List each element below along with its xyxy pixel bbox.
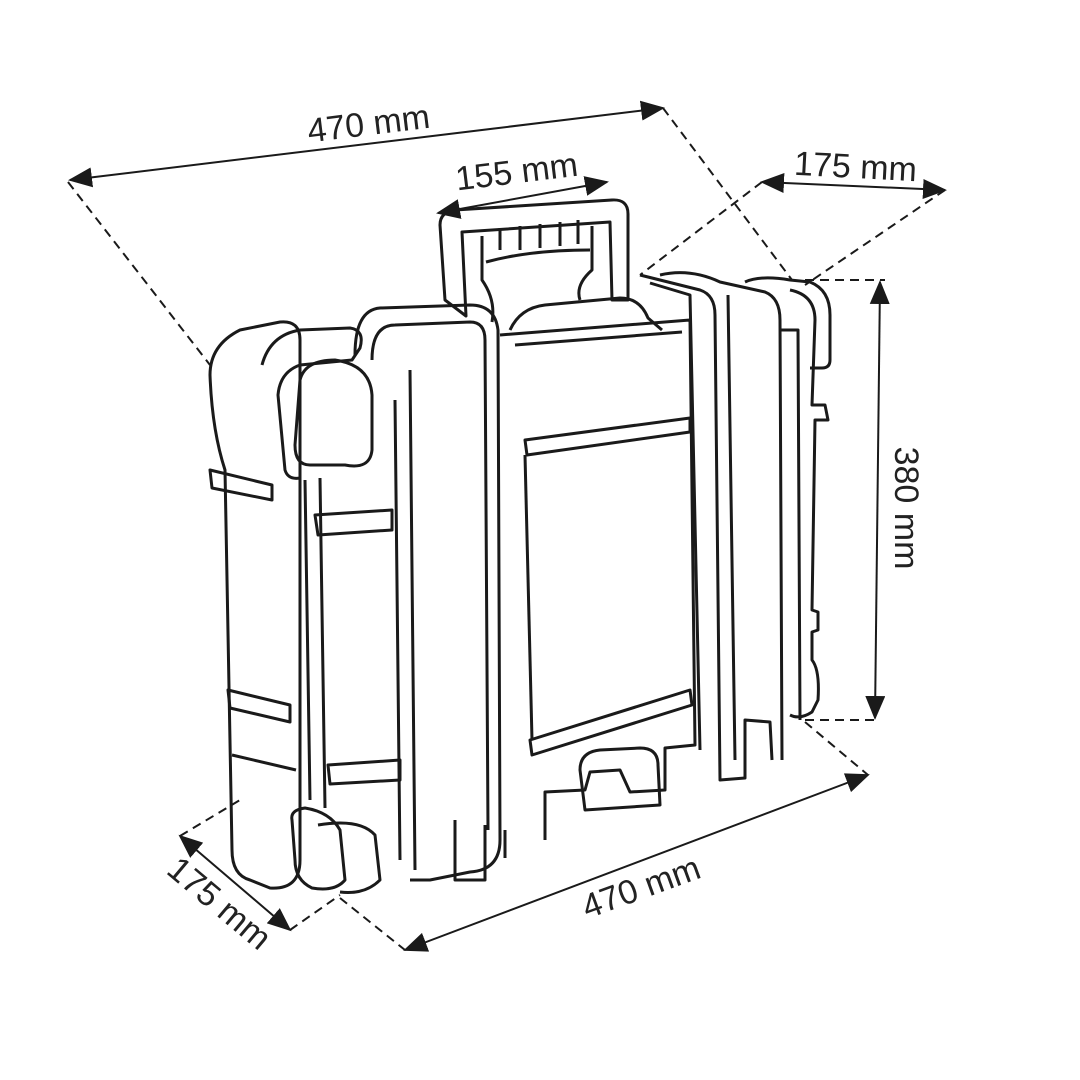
case-illustration	[208, 198, 832, 894]
dimension-height: 380 mm	[805, 279, 925, 721]
dimension-bottom-width: 470 mm	[339, 721, 870, 952]
dimension-top-depth: 175 mm	[639, 145, 947, 286]
case-left-side	[208, 320, 302, 890]
case-right-panel	[639, 273, 774, 782]
label-height: 380 mm	[887, 447, 925, 570]
label-top-width: 470 mm	[305, 98, 432, 151]
case-front-left-panel	[353, 303, 502, 882]
label-top-depth: 175 mm	[793, 145, 918, 189]
